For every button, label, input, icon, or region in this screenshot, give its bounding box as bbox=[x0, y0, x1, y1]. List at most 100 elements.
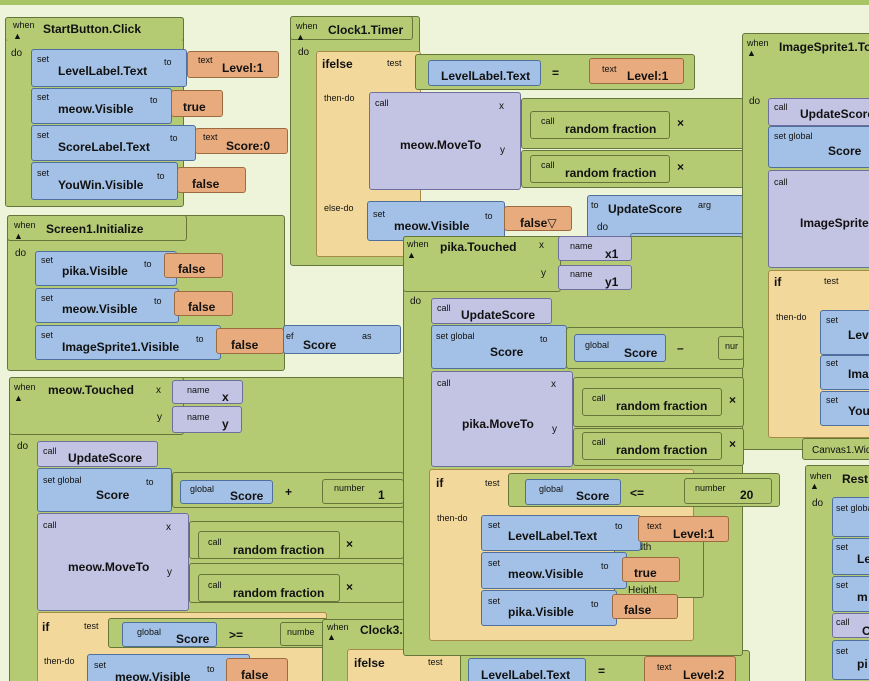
set-label: set bbox=[41, 293, 54, 303]
param-y-label: y bbox=[500, 145, 505, 156]
collapse-icon[interactable]: ▲ bbox=[14, 231, 23, 241]
boolean-false[interactable] bbox=[177, 167, 246, 193]
collapse-icon[interactable]: ▲ bbox=[407, 250, 416, 260]
collapse-icon[interactable]: ▲ bbox=[747, 48, 756, 58]
set-block[interactable] bbox=[832, 640, 869, 680]
random-fraction-block[interactable] bbox=[582, 432, 722, 460]
def-global-score-block[interactable] bbox=[283, 325, 401, 354]
random-fraction-block[interactable] bbox=[198, 574, 340, 602]
number-block[interactable] bbox=[718, 336, 744, 360]
property-name: Lev bbox=[848, 328, 869, 342]
to-label: to bbox=[591, 599, 599, 609]
boolean-false[interactable] bbox=[164, 253, 223, 278]
set-global-block[interactable] bbox=[832, 497, 869, 537]
boolean-value: false bbox=[231, 338, 259, 352]
collapse-icon[interactable]: ▲ bbox=[810, 481, 819, 491]
get-global-score[interactable] bbox=[180, 480, 273, 504]
event-header bbox=[9, 377, 184, 435]
set-label: set bbox=[836, 542, 849, 552]
text-value: Level:1 bbox=[627, 69, 669, 83]
call-meow-moveto-block[interactable] bbox=[369, 92, 521, 190]
boolean-true[interactable] bbox=[622, 557, 680, 582]
get-levellabel-text[interactable] bbox=[468, 658, 586, 681]
global-label: global bbox=[539, 484, 564, 494]
set-block[interactable] bbox=[820, 391, 869, 426]
param-x1-block[interactable] bbox=[558, 236, 632, 261]
get-global-score[interactable] bbox=[574, 334, 666, 362]
boolean-true[interactable] bbox=[171, 90, 223, 117]
param-y-block[interactable] bbox=[172, 406, 242, 433]
variable-name: Score bbox=[490, 345, 524, 359]
collapse-icon[interactable]: ▲ bbox=[327, 632, 336, 642]
call-imagesprite-moveto-block[interactable] bbox=[768, 170, 869, 268]
text-block[interactable] bbox=[644, 656, 736, 681]
text-value: Level:1 bbox=[222, 61, 264, 75]
boolean-false[interactable] bbox=[174, 291, 233, 316]
set-imagesprite1-visible-block[interactable] bbox=[35, 325, 221, 360]
call-label: call bbox=[208, 537, 222, 547]
set-levellabel-block[interactable] bbox=[31, 49, 187, 87]
call-pika-moveto-block[interactable] bbox=[431, 371, 573, 467]
text-value: Score:0 bbox=[226, 139, 271, 153]
set-meow-visible-block[interactable] bbox=[481, 552, 627, 589]
set-block[interactable] bbox=[832, 576, 869, 612]
collapse-icon[interactable]: ▲ bbox=[14, 393, 23, 403]
call-meow-moveto-block[interactable] bbox=[37, 513, 189, 611]
call-block[interactable] bbox=[832, 613, 869, 638]
set-label: set bbox=[836, 580, 849, 590]
collapse-icon[interactable]: ▲ bbox=[296, 32, 305, 42]
then-do-label: then-do bbox=[44, 656, 75, 666]
set-pika-visible-block[interactable] bbox=[35, 251, 177, 286]
variable-name: Score bbox=[230, 489, 264, 503]
boolean-false[interactable] bbox=[226, 658, 288, 681]
set-global-score-block[interactable] bbox=[768, 126, 869, 168]
number-block[interactable] bbox=[322, 479, 404, 504]
get-levellabel-text[interactable] bbox=[428, 60, 541, 86]
random-fraction-block[interactable] bbox=[530, 111, 670, 139]
set-global-score-block[interactable] bbox=[37, 468, 172, 512]
set-block[interactable] bbox=[820, 355, 869, 390]
set-pika-visible-block[interactable] bbox=[481, 590, 617, 626]
call-updatescore-block[interactable] bbox=[768, 98, 869, 126]
test-label: test bbox=[485, 478, 500, 488]
boolean-dropdown[interactable] bbox=[504, 206, 572, 231]
when-label: when bbox=[747, 38, 769, 48]
function-name: random fraction bbox=[616, 443, 708, 457]
text-block[interactable] bbox=[638, 516, 729, 542]
get-global-score[interactable] bbox=[122, 622, 217, 647]
param-y1-block[interactable] bbox=[558, 265, 632, 290]
multiply-operator: × bbox=[346, 537, 354, 551]
boolean-false[interactable] bbox=[612, 594, 678, 619]
text-block[interactable] bbox=[187, 51, 279, 78]
function-name: random fraction bbox=[233, 586, 325, 600]
random-fraction-block[interactable] bbox=[582, 388, 722, 416]
event-name: meow.Touched bbox=[48, 383, 135, 397]
else-do-label: else-do bbox=[324, 203, 354, 213]
number-block[interactable] bbox=[280, 622, 328, 646]
get-global-score[interactable] bbox=[525, 479, 621, 505]
set-meow-visible-block[interactable] bbox=[35, 288, 179, 323]
call-updatescore-block[interactable] bbox=[37, 441, 158, 467]
property-name: Le bbox=[857, 552, 869, 566]
call-updatescore-block[interactable] bbox=[431, 298, 552, 324]
text-block[interactable] bbox=[195, 128, 288, 154]
canvas-width-block[interactable] bbox=[802, 438, 869, 460]
param-x-block[interactable] bbox=[172, 380, 243, 404]
set-meow-visible-block[interactable] bbox=[87, 654, 250, 681]
test-label: test bbox=[824, 276, 839, 286]
set-scorelabel-block[interactable] bbox=[31, 125, 196, 161]
text-label: text bbox=[203, 132, 218, 142]
collapse-icon[interactable]: ▲ bbox=[13, 31, 22, 41]
to-label: to bbox=[540, 334, 548, 344]
set-meow-visible-block[interactable] bbox=[31, 88, 172, 124]
random-fraction-block[interactable] bbox=[530, 155, 670, 183]
set-block[interactable] bbox=[820, 310, 869, 355]
number-block[interactable] bbox=[684, 478, 772, 504]
equals-operator: = bbox=[552, 66, 560, 80]
call-label: call bbox=[208, 580, 222, 590]
set-block[interactable] bbox=[832, 538, 869, 575]
text-block[interactable] bbox=[589, 58, 684, 84]
random-fraction-block[interactable] bbox=[198, 531, 340, 559]
then-do-label: then-do bbox=[437, 513, 468, 523]
